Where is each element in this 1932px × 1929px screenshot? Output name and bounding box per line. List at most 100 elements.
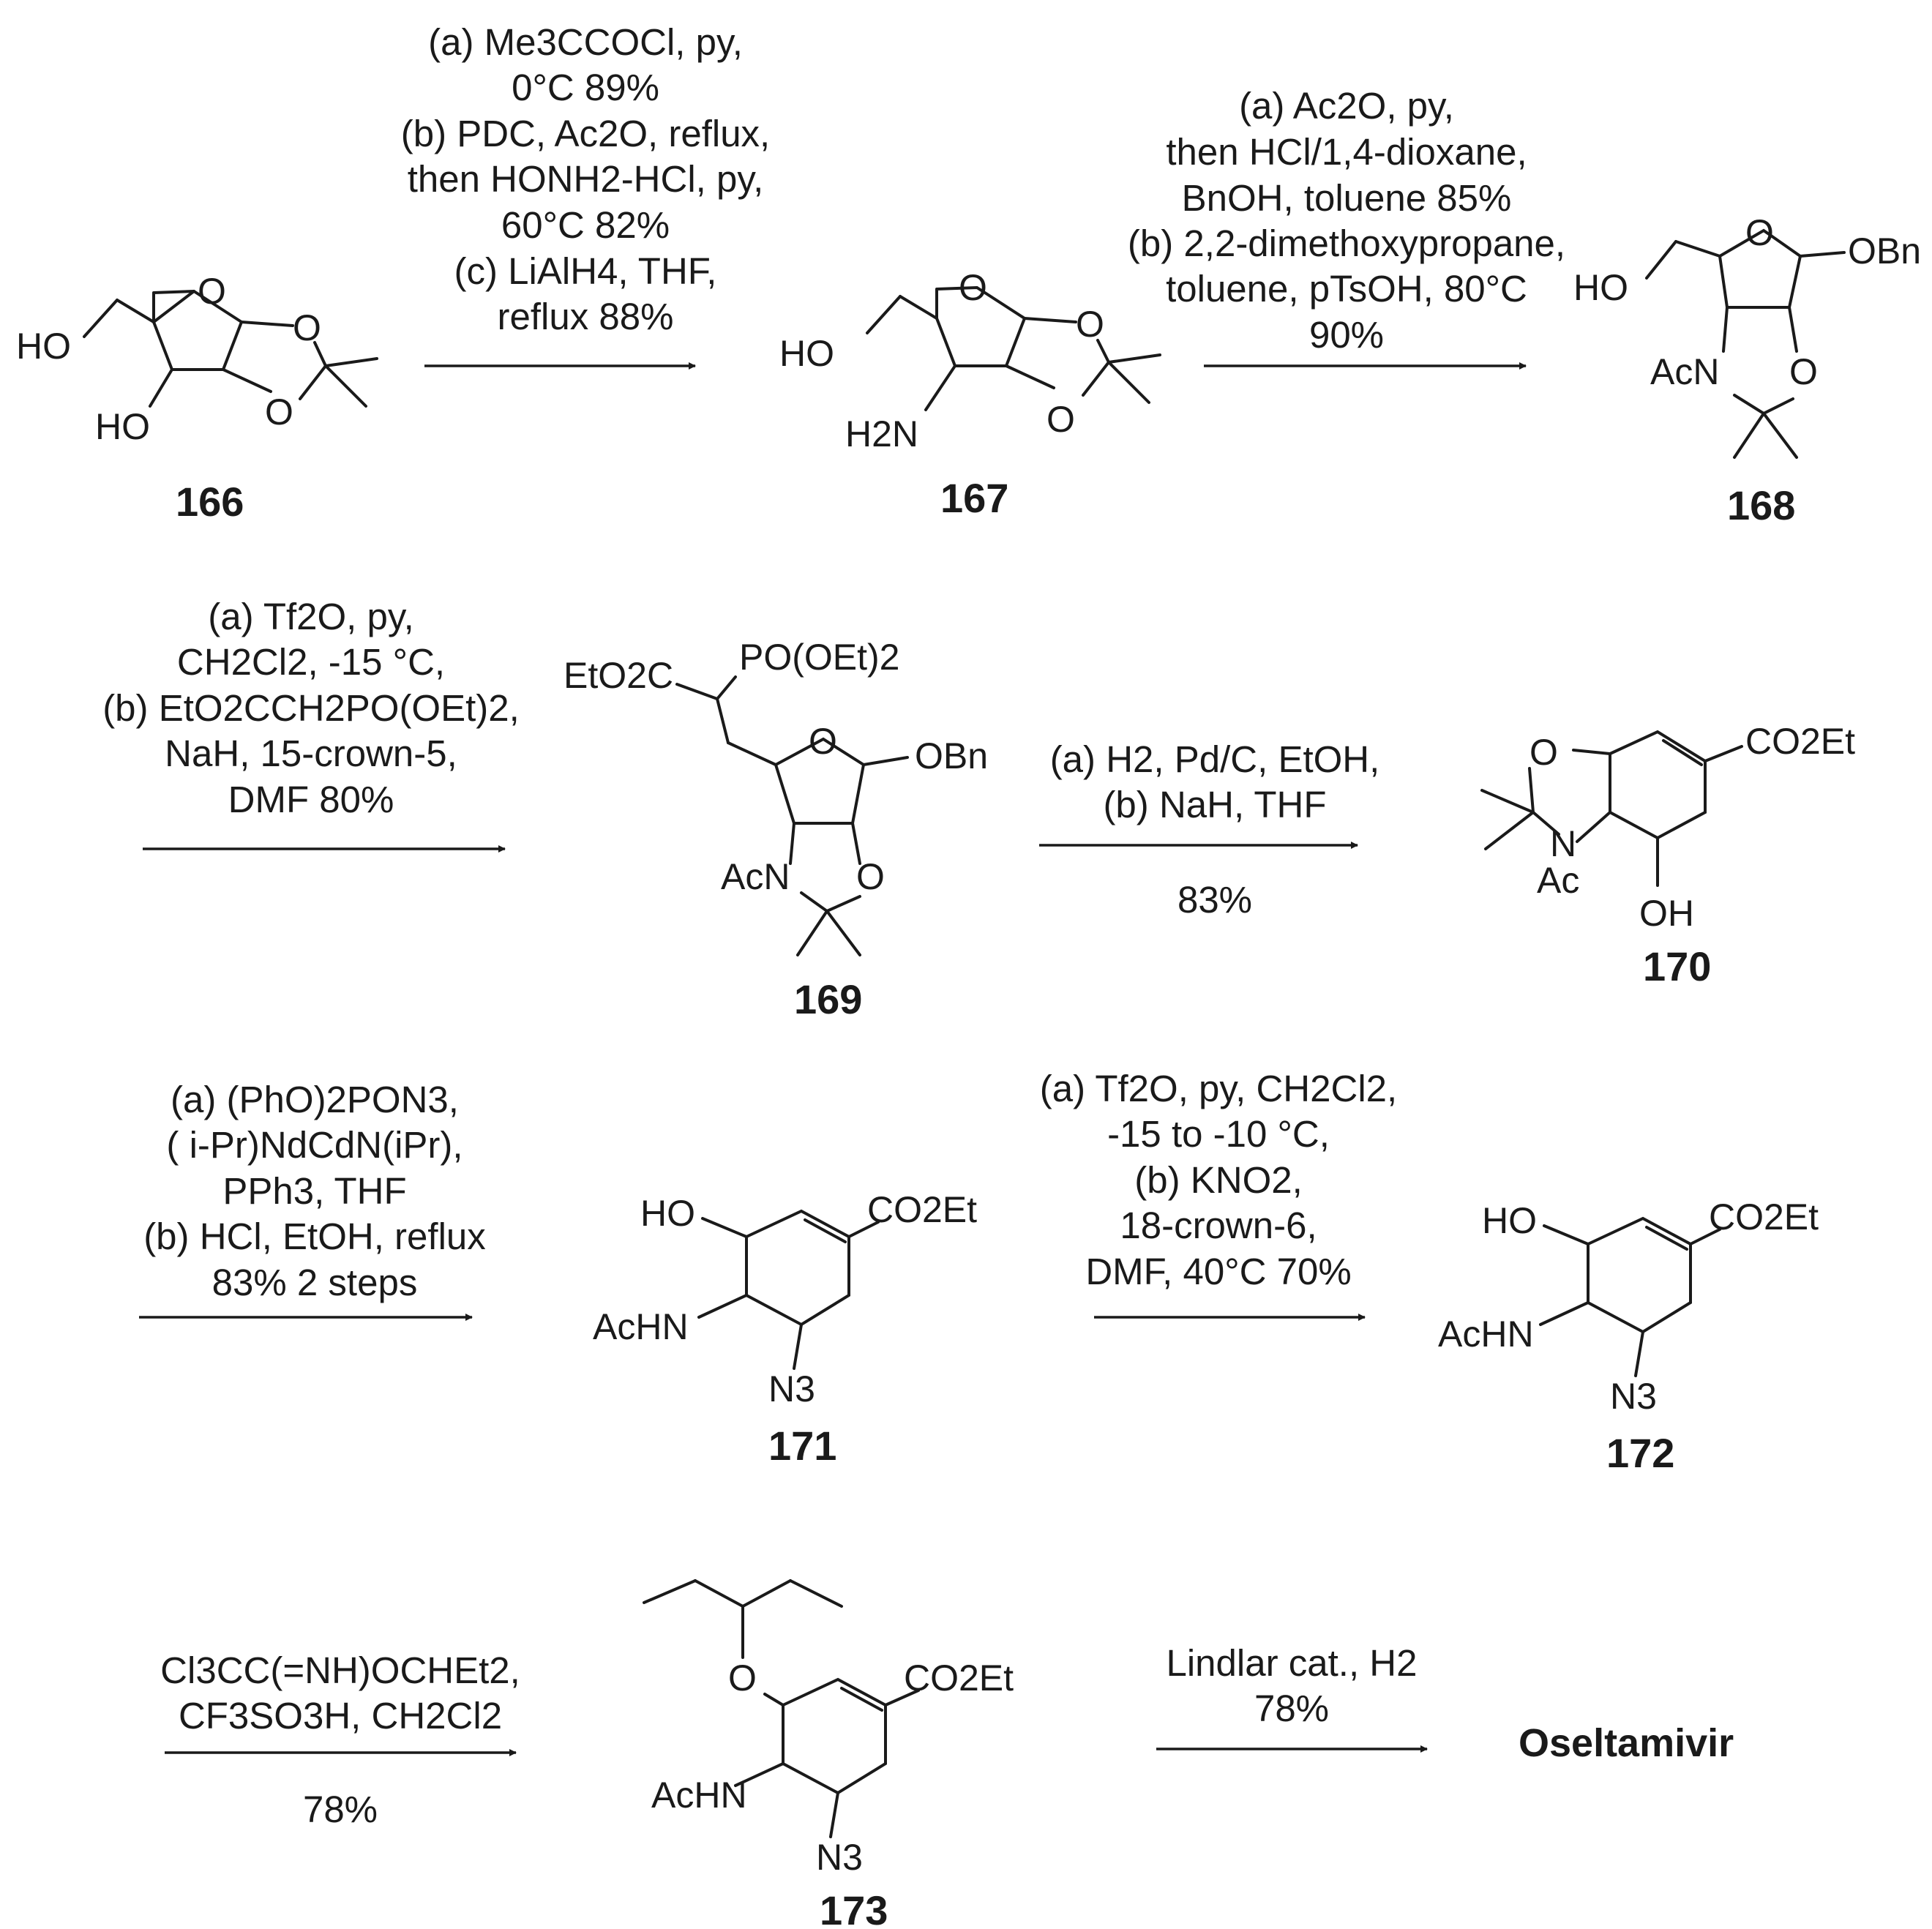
atom-label: Ac (1537, 860, 1579, 901)
svg-text:toluene, pTsOH, 80°C: toluene, pTsOH, 80°C (1166, 268, 1527, 310)
atom-label: O (1046, 399, 1075, 440)
svg-text:0°C 89%: 0°C 89% (512, 67, 659, 108)
atom-label: HO (1482, 1200, 1537, 1241)
atom-label: O (856, 856, 885, 897)
atom-label: CO2Et (904, 1658, 1014, 1698)
atom-label: N3 (1610, 1376, 1657, 1417)
svg-text:DMF, 40°C 70%: DMF, 40°C 70% (1085, 1251, 1351, 1292)
svg-text:CH2Cl2, -15 °C,: CH2Cl2, -15 °C, (177, 641, 445, 683)
atom-label: AcHN (1438, 1314, 1534, 1355)
svg-text:(a) Tf2O, py, CH2Cl2,: (a) Tf2O, py, CH2Cl2, (1040, 1068, 1397, 1109)
svg-text:(a) (PhO)2PON3,: (a) (PhO)2PON3, (171, 1079, 459, 1120)
step-2-conditions: (a) Ac2O, py, then HCl/1,4-dioxane, BnOH… (1128, 85, 1565, 356)
atom-label: AcHN (593, 1306, 689, 1347)
atom-label: O (198, 271, 226, 312)
atom-label: O (1530, 732, 1558, 773)
atom-label: HO (95, 406, 150, 447)
atom-label: O (1076, 304, 1104, 345)
svg-text:( i-Pr)NdCdN(iPr),: ( i-Pr)NdCdN(iPr), (166, 1124, 463, 1166)
compound-172-label: 172 (1606, 1430, 1674, 1476)
svg-text:78%: 78% (303, 1788, 378, 1830)
compound-170-structure: O CO2Et N Ac OH (1480, 721, 1855, 934)
compound-171-structure: HO CO2Et AcHN N3 (593, 1189, 977, 1409)
svg-text:60°C 82%: 60°C 82% (501, 204, 670, 246)
svg-text:(a) Tf2O, py,: (a) Tf2O, py, (208, 596, 414, 637)
compound-170-label: 170 (1643, 943, 1711, 989)
compound-172-structure: HO CO2Et AcHN N3 (1438, 1196, 1819, 1417)
svg-text:Cl3CC(=NH)OCHEt2,: Cl3CC(=NH)OCHEt2, (160, 1649, 520, 1691)
svg-text:(c) LiAlH4, THF,: (c) LiAlH4, THF, (454, 250, 717, 292)
svg-text:(b) PDC, Ac2O, reflux,: (b) PDC, Ac2O, reflux, (401, 113, 770, 154)
step-1-conditions: (a) Me3CCOCl, py, 0°C 89% (b) PDC, Ac2O,… (401, 21, 770, 337)
atom-label: HO (779, 333, 834, 374)
atom-label: HO (1573, 267, 1628, 308)
atom-label: EtO2C (564, 655, 673, 696)
svg-text:(b) NaH, THF: (b) NaH, THF (1103, 784, 1326, 825)
svg-text:(a) H2, Pd/C, EtOH,: (a) H2, Pd/C, EtOH, (1050, 738, 1380, 780)
compound-167-structure: O HO H2N O O (779, 267, 1161, 454)
svg-text:reflux 88%: reflux 88% (498, 296, 674, 337)
atom-label: H2N (845, 413, 918, 454)
atom-label: CO2Et (1709, 1196, 1819, 1237)
svg-text:CF3SO3H, CH2Cl2: CF3SO3H, CH2Cl2 (179, 1695, 502, 1737)
svg-text:90%: 90% (1309, 314, 1384, 356)
atom-label: O (265, 392, 293, 432)
svg-text:83%: 83% (1177, 879, 1252, 921)
svg-text:(b) HCl, EtOH, reflux: (b) HCl, EtOH, reflux (143, 1216, 486, 1257)
atom-label: O (1789, 351, 1818, 392)
atom-label: OH (1639, 893, 1694, 934)
svg-text:then HONH2-HCl, py,: then HONH2-HCl, py, (408, 158, 764, 200)
compound-168-structure: O OBn HO AcN O (1573, 212, 1921, 459)
atom-label: N3 (768, 1368, 815, 1409)
step-3-conditions: (a) Tf2O, py, CH2Cl2, -15 °C, (b) EtO2CC… (102, 596, 520, 820)
svg-text:83% 2 steps: 83% 2 steps (212, 1262, 418, 1303)
atom-label: OBn (915, 735, 988, 776)
atom-label: OBn (1848, 231, 1921, 271)
svg-text:(b) EtO2CCH2PO(OEt)2,: (b) EtO2CCH2PO(OEt)2, (102, 687, 520, 729)
svg-text:then HCl/1,4-dioxane,: then HCl/1,4-dioxane, (1166, 131, 1527, 173)
svg-text:-15 to -10 °C,: -15 to -10 °C, (1107, 1113, 1330, 1155)
step-4-conditions: (a) H2, Pd/C, EtOH, (b) NaH, THF 83% (1050, 738, 1380, 921)
svg-text:NaH, 15-crown-5,: NaH, 15-crown-5, (165, 733, 457, 774)
compound-169-structure: O OBn EtO2C PO(OEt)2 AcN O (564, 637, 988, 956)
compound-166-structure: O HO HO O O (16, 271, 378, 447)
svg-text:(b) 2,2-dimethoxypropane,: (b) 2,2-dimethoxypropane, (1128, 222, 1565, 264)
compound-173-label: 173 (820, 1887, 888, 1929)
atom-label: O (728, 1658, 757, 1698)
step-5-conditions: (a) (PhO)2PON3, ( i-Pr)NdCdN(iPr), PPh3,… (143, 1079, 486, 1303)
compound-166-label: 166 (176, 479, 244, 525)
atom-label: HO (16, 326, 71, 367)
compound-171-label: 171 (768, 1423, 836, 1469)
final-product-label: Oseltamivir (1519, 1721, 1734, 1765)
svg-text:PPh3, THF: PPh3, THF (222, 1170, 406, 1212)
atom-label: AcN (1650, 351, 1719, 392)
compound-168-label: 168 (1727, 482, 1795, 528)
step-6-conditions: (a) Tf2O, py, CH2Cl2, -15 to -10 °C, (b)… (1040, 1068, 1397, 1292)
step-8-conditions: Lindlar cat., H2 78% (1166, 1642, 1417, 1729)
atom-label: HO (640, 1193, 695, 1234)
svg-text:BnOH, toluene 85%: BnOH, toluene 85% (1182, 177, 1512, 219)
svg-text:(a) Me3CCOCl, py,: (a) Me3CCOCl, py, (428, 21, 743, 63)
atom-label: N3 (816, 1837, 863, 1878)
svg-text:DMF 80%: DMF 80% (228, 779, 394, 820)
step-7-conditions: Cl3CC(=NH)OCHEt2, CF3SO3H, CH2Cl2 78% (160, 1649, 520, 1830)
atom-label: O (959, 267, 987, 308)
atom-label: CO2Et (1745, 721, 1855, 762)
compound-173-structure: O CO2Et AcHN N3 (643, 1579, 1014, 1878)
svg-text:18-crown-6,: 18-crown-6, (1120, 1205, 1317, 1246)
atom-label: N (1550, 823, 1576, 864)
atom-label: O (809, 721, 837, 762)
compound-167-label: 167 (940, 475, 1008, 521)
svg-text:(b) KNO2,: (b) KNO2, (1134, 1159, 1303, 1201)
atom-label: CO2Et (867, 1189, 977, 1230)
atom-label: AcN (721, 856, 790, 897)
svg-text:Lindlar cat., H2: Lindlar cat., H2 (1166, 1642, 1417, 1684)
compound-169-label: 169 (794, 976, 862, 1022)
atom-label: O (1745, 212, 1774, 253)
atom-label: O (293, 307, 321, 348)
svg-text:78%: 78% (1254, 1688, 1329, 1729)
atom-label: PO(OEt)2 (739, 637, 899, 678)
atom-label: AcHN (651, 1775, 747, 1816)
svg-text:(a) Ac2O, py,: (a) Ac2O, py, (1239, 85, 1454, 127)
